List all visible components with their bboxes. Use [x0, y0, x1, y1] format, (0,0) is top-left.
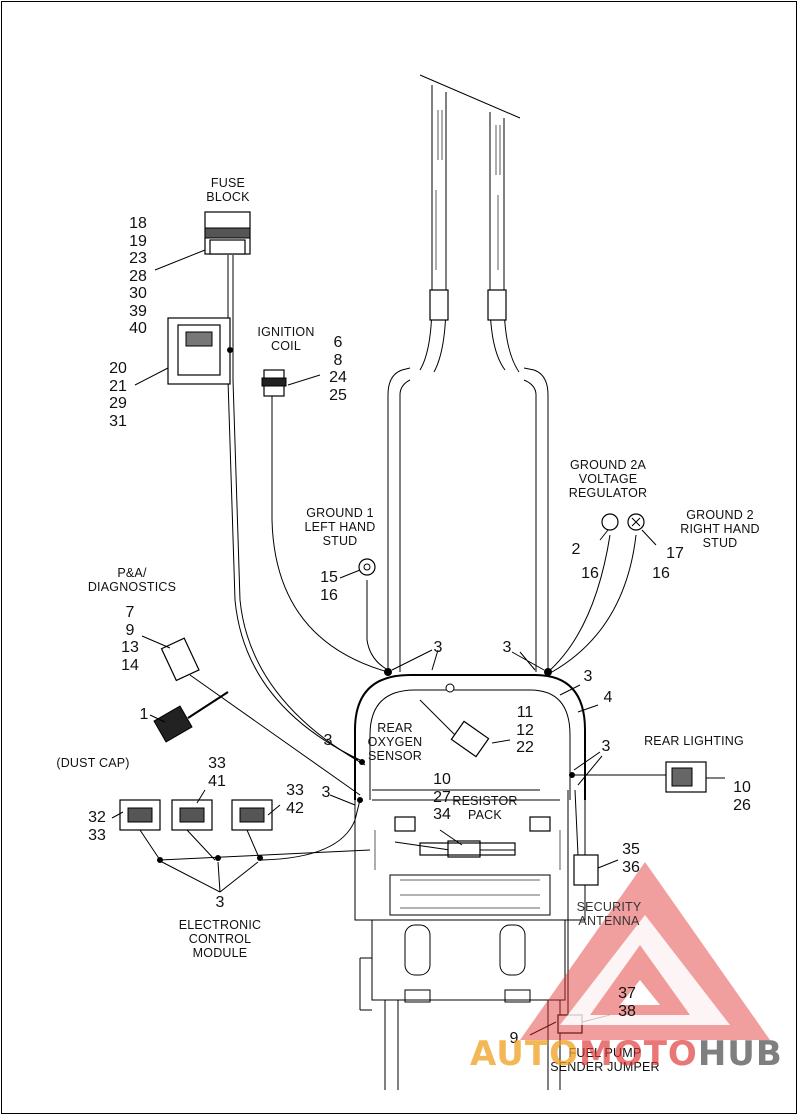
callout-relay: 20 21 29 31 [109, 360, 127, 430]
callout-clip-top-right: 3 [502, 639, 512, 656]
rear-frame [354, 367, 586, 1090]
callout-security-antenna: 35 36 [622, 841, 640, 876]
fuse-block-part [204, 211, 251, 255]
ground-2a-label: GROUND 2A VOLTAGE REGULATOR [568, 458, 648, 500]
ground-1-label: GROUND 1 LEFT HAND STUD [304, 506, 376, 548]
callout-resistor-pack: 10 27 34 [433, 771, 451, 823]
fuel-pump-label: FUEL PUMP SENDER JUMPER [550, 1046, 660, 1074]
rear-lighting-label: REAR LIGHTING [644, 734, 744, 748]
callout-ecm-left: 32 33 [88, 809, 106, 844]
callout-item-4: 4 [603, 689, 613, 706]
oxygen-sensor-connector [450, 720, 490, 758]
callout-clip-right-upper: 3 [583, 668, 593, 685]
ecm-label: ELECTRONIC CONTROL MODULE [178, 918, 262, 960]
rear-lighting-connector [665, 761, 707, 793]
callout-rear-lighting: 10 26 [733, 779, 751, 814]
pa-diagnostics-connector [160, 637, 200, 682]
callout-clip-right-mid: 3 [601, 738, 611, 755]
fuse-block-label: FUSE BLOCK [206, 176, 250, 204]
ground-terminals [358, 513, 645, 576]
callout-clip-top-left: 3 [433, 639, 443, 656]
watermark-part-2: MOTO [578, 1034, 698, 1074]
callout-clip-left-mid: 3 [323, 732, 333, 749]
callout-g2a-16: 16 [581, 565, 599, 582]
callout-fuel-pump: 37 38 [618, 985, 636, 1020]
watermark-text: AUTOMOTOHUB [470, 1034, 783, 1074]
callout-g2a-2: 2 [571, 541, 581, 558]
watermark-part-3: HUB [697, 1034, 783, 1074]
callout-g2-16: 16 [652, 565, 670, 582]
cable-clips [157, 668, 575, 863]
callout-ecm-mid: 33 41 [208, 755, 226, 790]
watermark-part-1: AUTO [470, 1034, 579, 1074]
callout-ecm-clips: 3 [215, 894, 225, 911]
pa-diagnostics-label: P&A/ DIAGNOSTICS [87, 566, 177, 594]
harness-wires [139, 255, 666, 1020]
security-antenna-part [573, 854, 599, 886]
rear-oxygen-sensor-label: REAR OXYGEN SENSOR [367, 721, 423, 763]
relay-part [167, 317, 233, 385]
callout-oxygen-sensor: 11 12 22 [516, 704, 534, 756]
security-antenna-label: SECURITY ANTENNA [576, 900, 642, 928]
frame-backbone [419, 74, 521, 373]
callout-g2-17: 17 [666, 545, 684, 562]
callout-ecm-right: 33 42 [286, 782, 304, 817]
callout-pa-diagnostics: 7 9 13 14 [121, 604, 139, 674]
ignition-coil-connector [261, 369, 287, 397]
resistor-pack-label: RESISTOR PACK [452, 794, 518, 822]
watermark-logo [520, 862, 770, 1040]
ground-2-label: GROUND 2 RIGHT HAND STUD [680, 508, 760, 550]
callout-ignition-coil: 6 8 24 25 [329, 334, 347, 404]
dust-cap-part [153, 691, 229, 743]
dust-cap-label: (DUST CAP) [56, 756, 130, 770]
callout-clip-left-low: 3 [321, 784, 331, 801]
callout-fuse-block: 18 19 23 28 30 39 40 [129, 215, 147, 337]
leader-lines [111, 249, 725, 1036]
callout-dust-cap: 1 [139, 706, 149, 723]
callout-ground-1: 15 16 [320, 569, 338, 604]
callout-fuel-9: 9 [509, 1030, 519, 1047]
ecm-connectors [119, 799, 273, 831]
ignition-coil-label: IGNITION COIL [257, 325, 315, 353]
